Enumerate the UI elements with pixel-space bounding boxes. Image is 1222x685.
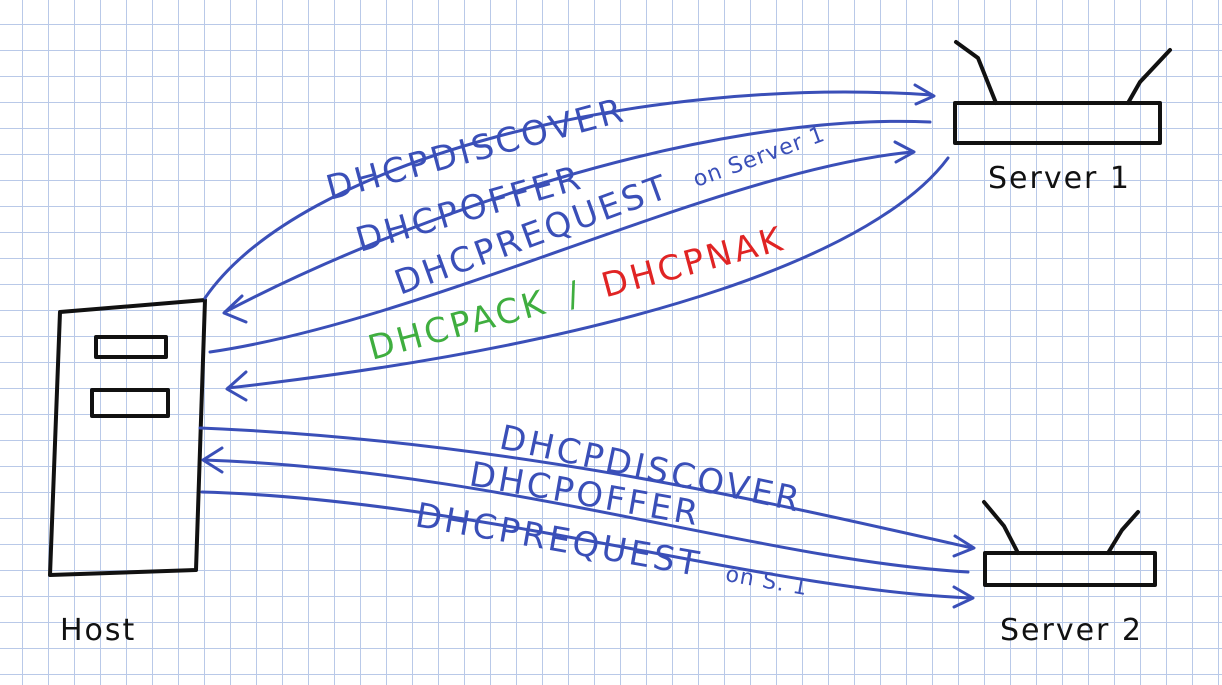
arrow-discover-2-head	[952, 534, 976, 558]
server1-antenna-right	[1126, 48, 1172, 105]
server2-antenna-right	[1106, 510, 1140, 555]
label-nak: DHCPNAK	[597, 219, 789, 306]
label-request-2-note: on S. 1	[724, 562, 810, 601]
server1-body	[953, 101, 1162, 145]
host-drive-bay-2	[90, 388, 170, 418]
arrow-ack-1-head	[225, 370, 248, 402]
label-separator: /	[562, 273, 586, 315]
arrow-discover-1-head	[913, 83, 936, 106]
server2-antenna-left	[982, 500, 1020, 555]
arrow-discover-2	[198, 426, 974, 550]
arrow-offer-2	[202, 458, 970, 574]
arrow-discover-1	[203, 90, 934, 300]
arrow-request-2	[200, 490, 974, 600]
exchange2-arrows	[198, 426, 976, 609]
exchange2-labels: DHCPDISCOVER DHCPOFFER DHCPREQUEST on S.…	[412, 418, 810, 601]
server1-label: Server 1	[988, 161, 1131, 196]
arrow-request-1	[208, 150, 914, 354]
host-label: Host	[60, 613, 136, 648]
arrow-offer-2-head	[201, 446, 224, 474]
arrow-ack-1	[226, 156, 950, 390]
arrow-request-1-head	[893, 140, 916, 164]
server2-body	[983, 551, 1157, 587]
server2-label: Server 2	[1000, 613, 1143, 648]
host-computer	[48, 298, 207, 577]
node-labels: Host Server 1 Server 2	[60, 161, 1143, 648]
server1-antenna-left	[954, 40, 998, 105]
host-case	[48, 298, 207, 577]
arrow-offer-1	[223, 119, 932, 314]
arrow-request-2-head	[952, 585, 975, 609]
server2-router	[982, 500, 1157, 587]
arrow-offer-1-head	[222, 294, 248, 324]
host-drive-bay-1	[94, 335, 168, 359]
server1-router	[953, 40, 1172, 145]
exchange1-arrows	[203, 83, 950, 402]
